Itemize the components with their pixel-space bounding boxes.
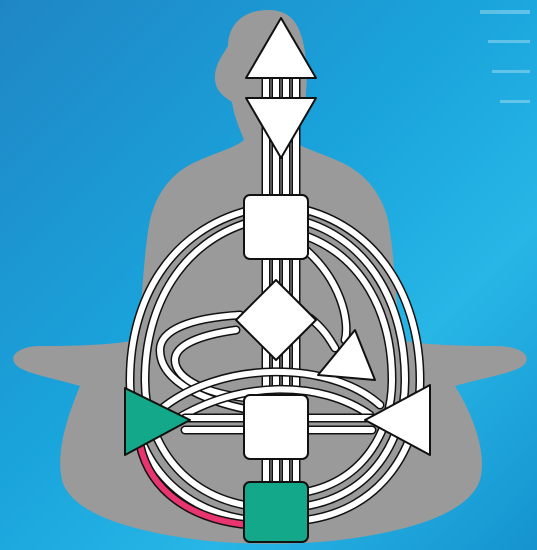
- root-center: [244, 482, 308, 542]
- background-streaks: [480, 10, 530, 103]
- throat-center: [244, 195, 308, 259]
- sacral-center: [244, 395, 308, 459]
- streak: [488, 40, 530, 43]
- streak: [492, 70, 530, 73]
- streak: [500, 100, 530, 103]
- streak: [480, 10, 530, 14]
